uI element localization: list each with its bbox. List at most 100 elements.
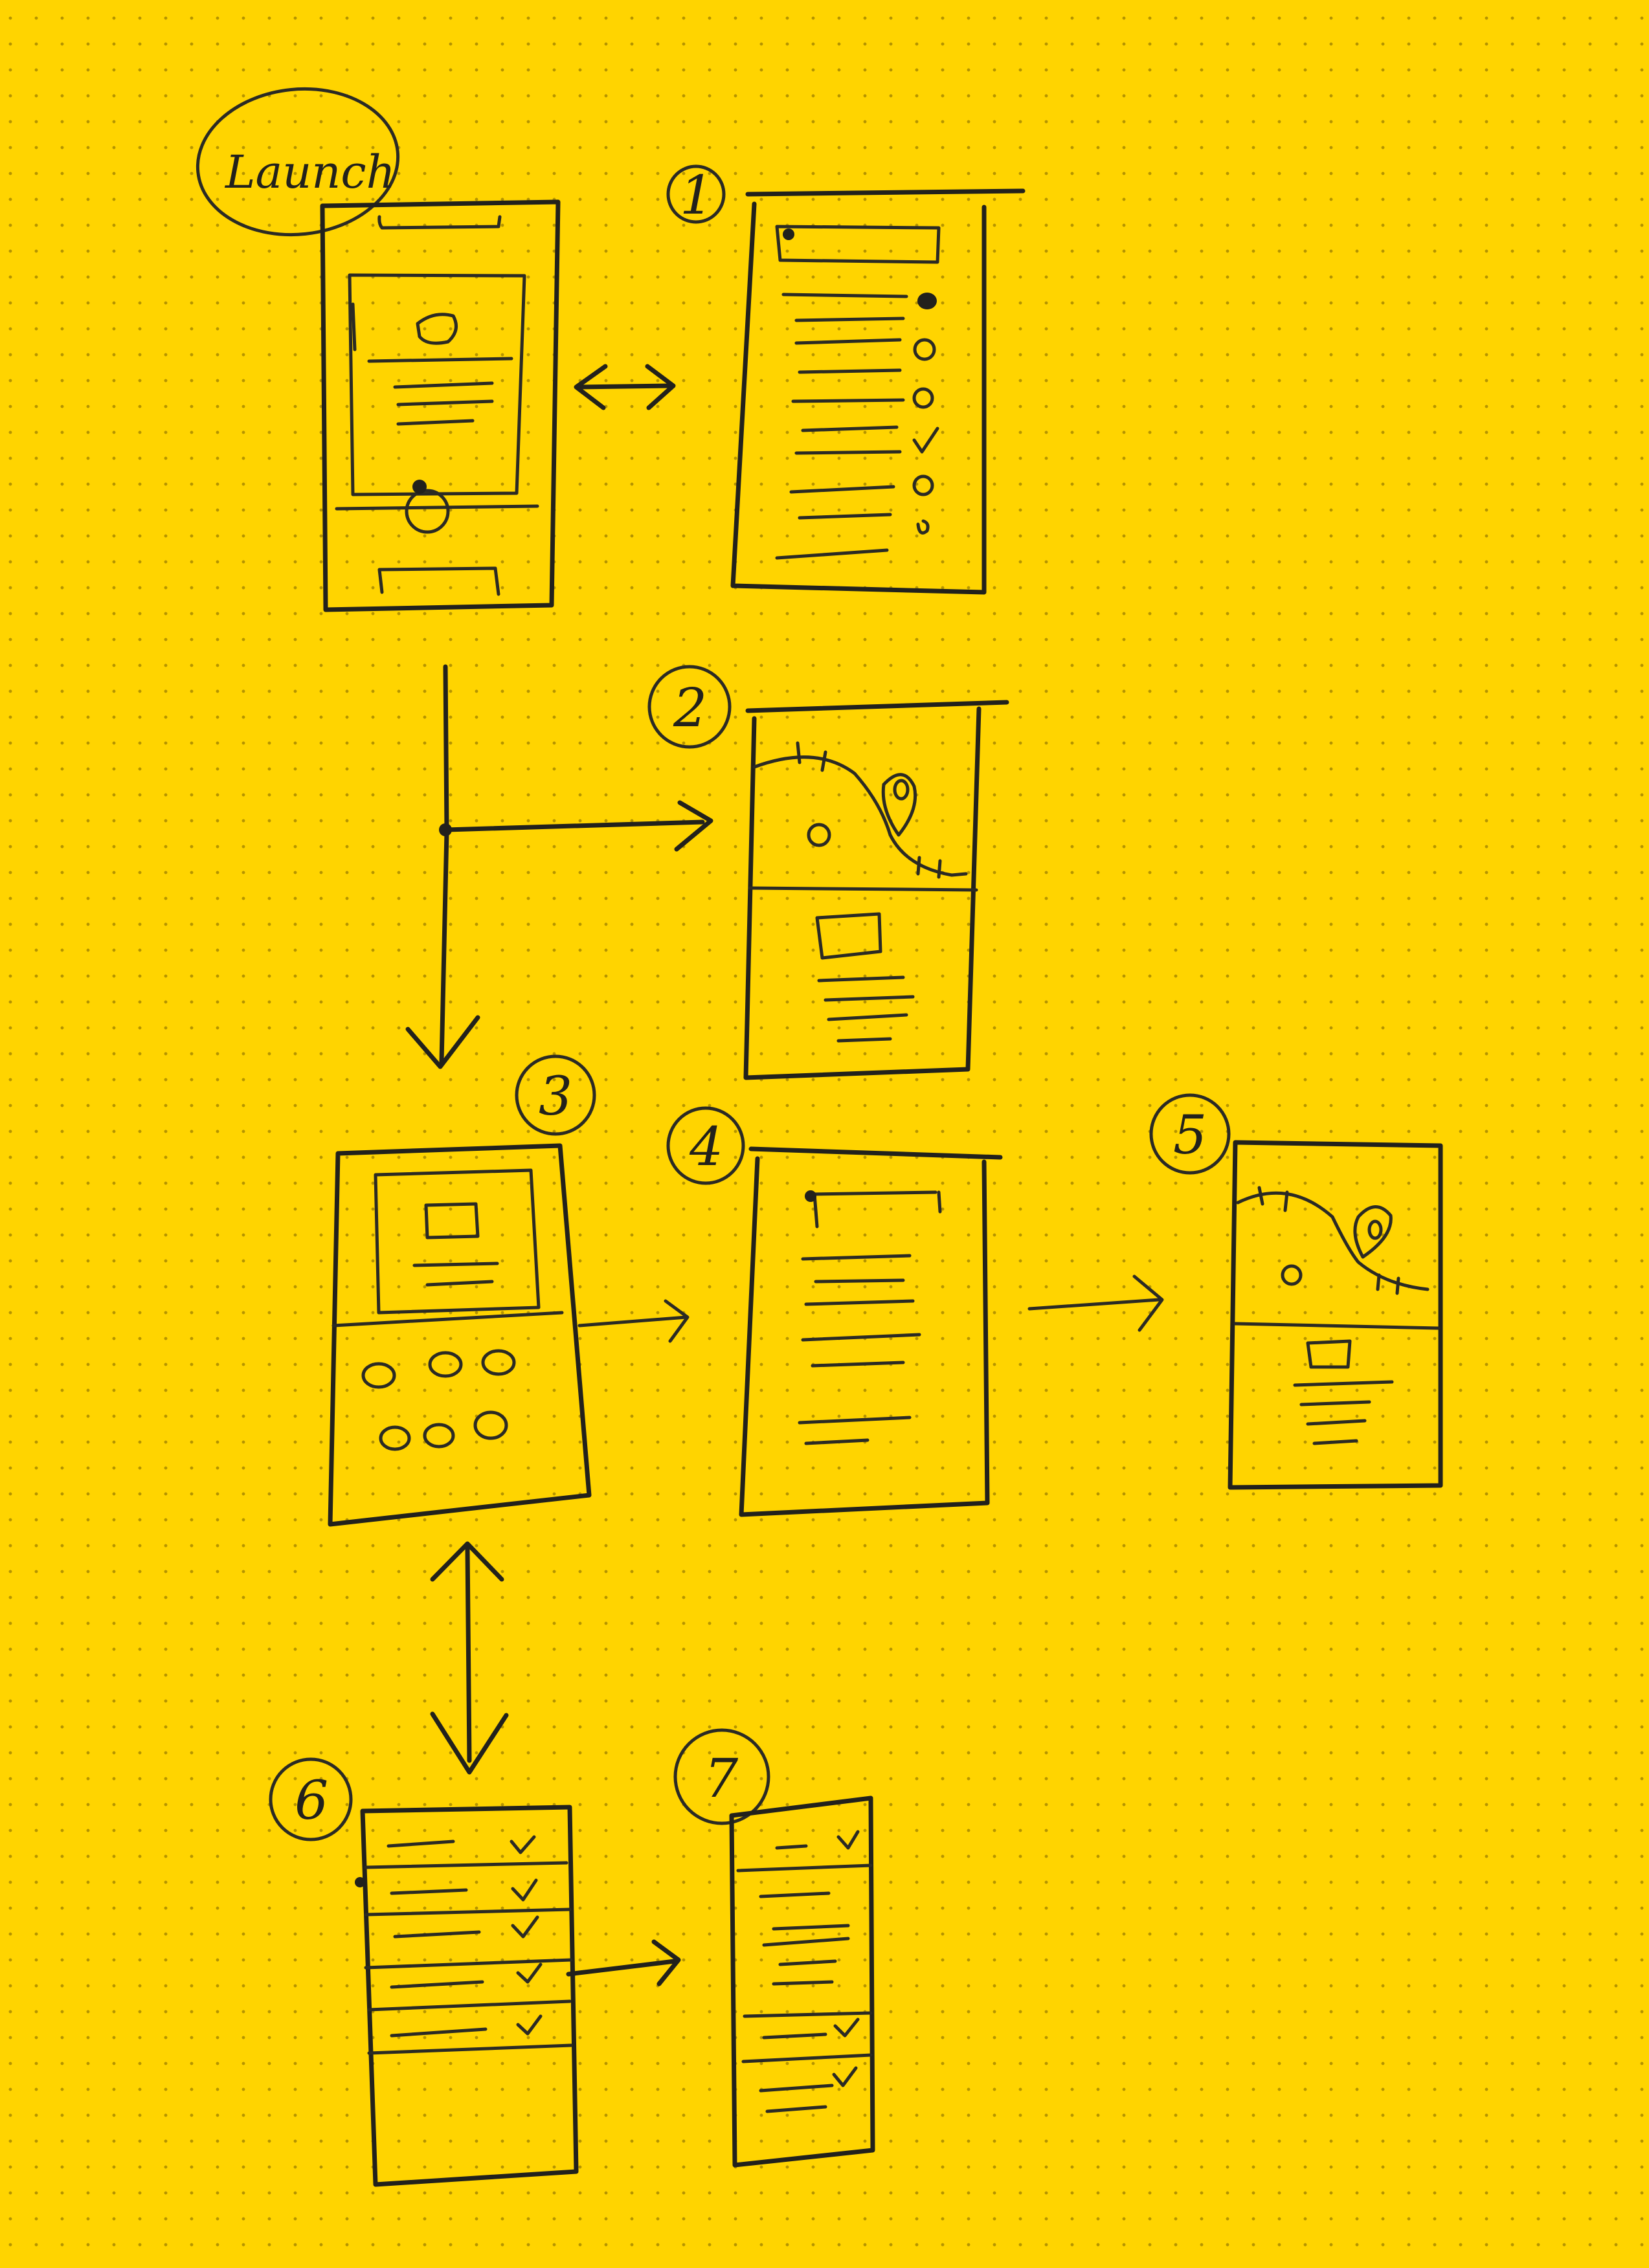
launch-divider <box>335 504 539 511</box>
map-pin-icon <box>881 773 917 837</box>
arrowhead-right-icon <box>1132 1274 1164 1332</box>
arrowhead-down-icon <box>405 1015 480 1069</box>
checklist-divider <box>364 1861 568 1869</box>
list-item-line <box>775 548 889 560</box>
screen-5-text-line <box>1312 1439 1358 1445</box>
screen-5-text-line <box>1293 1380 1394 1387</box>
list-item-line <box>801 425 899 432</box>
screen-5: 5 <box>1149 1093 1443 1490</box>
list-item-line <box>778 1959 837 1966</box>
screen-3-header-card <box>374 1168 541 1315</box>
map-route-ticks <box>916 856 942 879</box>
screen-1: 1 <box>666 164 1026 595</box>
map-route-ticks <box>1376 1273 1400 1295</box>
launch-image-icon <box>416 313 458 345</box>
screen-6: 6 <box>269 1757 579 2187</box>
checkmark-icon <box>833 2018 860 2038</box>
screen-3-number: 3 <box>539 1066 572 1128</box>
checkmark-icon <box>516 2014 543 2036</box>
screen-3-icon-grid <box>361 1349 516 1451</box>
screen-2-text-line <box>836 1037 892 1043</box>
checkmark-icon <box>832 2066 858 2087</box>
screen-4-text-line <box>804 1299 915 1306</box>
grid-item-icon <box>379 1425 411 1451</box>
arrowhead-right-icon <box>645 364 676 410</box>
screen-4-text-line <box>811 1361 905 1368</box>
list-item-line <box>775 1844 808 1850</box>
launch-scroll-mark <box>351 302 357 351</box>
radio-icon <box>913 338 936 361</box>
map-location-dot <box>807 823 831 847</box>
edge-launch-to-screen-2-and-3 <box>405 664 713 1069</box>
radio-icon <box>912 474 934 496</box>
screen-4-top-edge <box>748 1146 1003 1160</box>
screen-5-frame <box>1228 1140 1443 1490</box>
edge-screen-3-to-screen-4 <box>578 1299 690 1343</box>
screen-6-frame <box>360 1805 579 2187</box>
list-item-line <box>765 2105 827 2113</box>
launch-text-line <box>393 381 494 389</box>
checklist-item-line <box>393 1930 481 1939</box>
list-item-line <box>762 2032 827 2040</box>
grid-item-icon <box>473 1410 508 1440</box>
launch-bottom-tab <box>377 566 500 596</box>
screen-4-number: 4 <box>689 1117 723 1178</box>
screen-1-number-circle <box>666 164 726 224</box>
list-item-line <box>798 513 892 520</box>
list-item-line <box>772 1980 834 1986</box>
screen-6-marker-dot <box>355 1877 365 1887</box>
edge-screen-6-to-screen-7 <box>566 1939 681 1986</box>
map-location-dot <box>1281 1264 1303 1286</box>
edge-vertical-line <box>439 664 449 1064</box>
grid-item-icon <box>361 1362 396 1389</box>
grid-item-icon <box>428 1351 463 1378</box>
screen-7-number-circle <box>673 1728 770 1825</box>
launch-content-card <box>348 273 526 496</box>
radio-icon <box>916 519 930 535</box>
junction-dot <box>439 823 452 836</box>
screen-3-divider <box>331 1311 564 1328</box>
screen-2-text-line <box>827 1013 908 1021</box>
edge-horizontal-line <box>444 819 705 832</box>
launch-text-line <box>396 419 475 426</box>
checklist-item-line <box>390 1980 484 1989</box>
checkmark-icon <box>511 1878 538 1902</box>
screen-2-text-line <box>824 995 915 1002</box>
screen-4-text-line <box>798 1416 912 1425</box>
screen-3-number-circle <box>515 1054 596 1136</box>
checklist-divider <box>364 1907 572 1917</box>
screen-5-number-circle <box>1149 1093 1231 1175</box>
list-item-line <box>794 450 902 455</box>
screen-2-map <box>752 741 968 879</box>
screen-3-header-image <box>424 1202 480 1240</box>
map-route-ticks <box>796 741 827 772</box>
launch-screen: Launch <box>196 87 561 612</box>
launch-label: Launch <box>224 146 396 199</box>
list-item-line <box>794 338 902 345</box>
screen-3-text-line <box>412 1262 499 1267</box>
list-item-line <box>781 293 908 298</box>
screen-4-search-bar <box>811 1190 942 1228</box>
checkmark-icon <box>516 1962 543 1984</box>
screen-2-top-edge <box>745 700 1009 713</box>
screen-1-top-edge <box>745 188 1026 197</box>
arrowhead-right-icon <box>651 1939 681 1986</box>
list-item-line <box>794 317 905 322</box>
screen-7-frame <box>729 1796 875 2168</box>
screen-4-text-line <box>801 1333 921 1342</box>
launch-marker-dot <box>412 480 427 494</box>
screen-2: 2 <box>647 665 1009 1080</box>
checkmark-icon <box>510 1835 536 1854</box>
list-item-line <box>791 398 905 403</box>
map-route-ticks <box>1257 1186 1289 1212</box>
launch-top-tab <box>377 215 502 230</box>
screen-2-divider <box>748 886 978 892</box>
grid-item-icon <box>423 1423 455 1449</box>
screen-2-number: 2 <box>673 678 707 739</box>
list-item-line <box>772 1924 850 1931</box>
screen-5-divider <box>1233 1322 1441 1330</box>
screen-4: 4 <box>666 1106 1003 1517</box>
screen-1-marker-dot <box>783 228 794 240</box>
